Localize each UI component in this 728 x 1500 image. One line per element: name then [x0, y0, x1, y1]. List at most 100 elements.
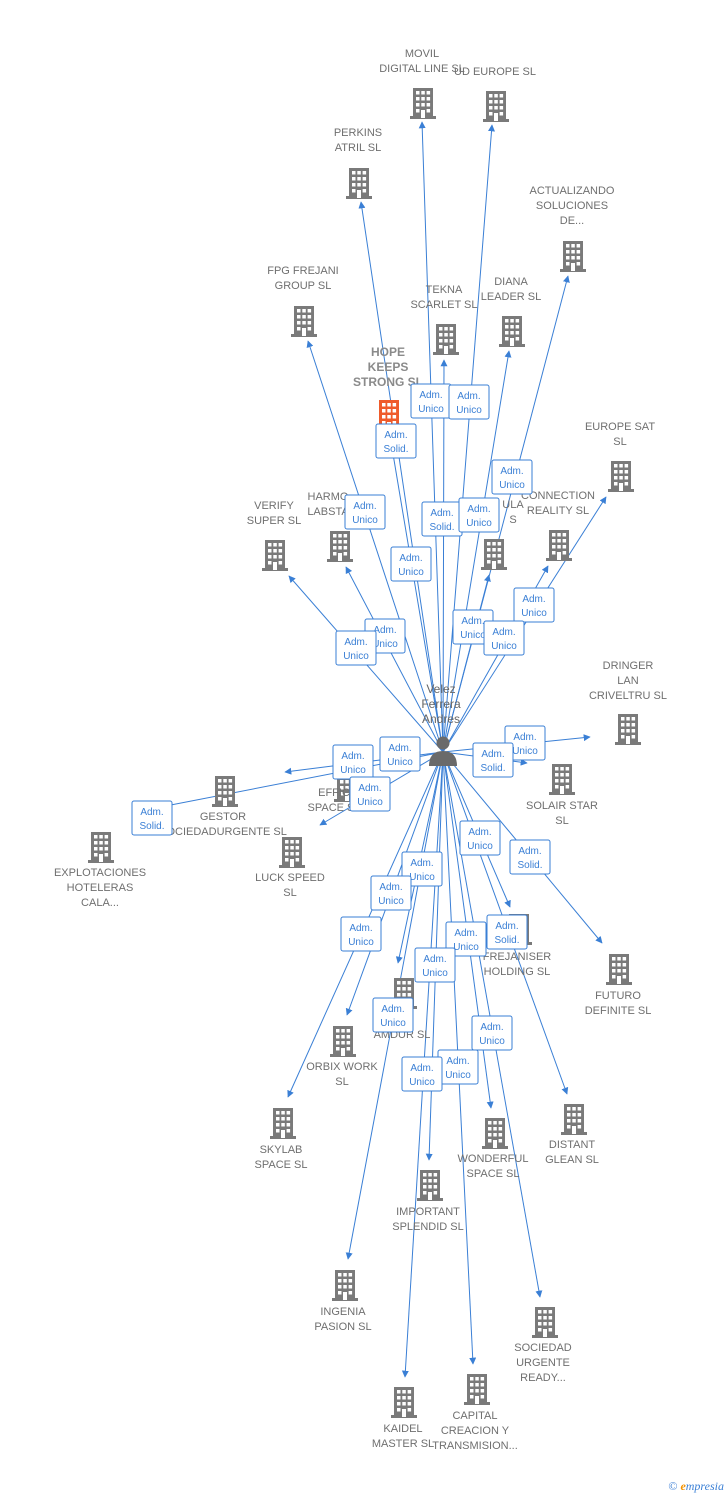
building-icon	[327, 531, 353, 562]
company-label: CALA...	[81, 897, 119, 909]
company-node-sociedad[interactable]: SOCIEDADURGENTEREADY...	[514, 1307, 572, 1384]
company-label: SPLENDID SL	[392, 1221, 464, 1233]
role-badge[interactable]: Adm.Unico	[459, 820, 501, 856]
badge-text: Adm.	[513, 732, 536, 743]
role-badge[interactable]: Adm.Unico	[340, 916, 382, 952]
role-badge[interactable]: Adm. Unico	[390, 546, 432, 582]
role-badge[interactable]: Adm.Unico	[370, 875, 412, 911]
badge-text: Unico	[445, 1070, 471, 1081]
company-label: ORBIX WORK	[306, 1061, 378, 1073]
role-badge[interactable]: Adm.Solid.	[509, 839, 551, 875]
company-label: SOLUCIONES	[536, 200, 608, 212]
role-badge[interactable]: Adm.Unico	[437, 1049, 479, 1085]
role-badge[interactable]: Adm.Solid.	[131, 800, 173, 836]
role-badge[interactable]: Adm.Unico	[332, 744, 374, 780]
company-label: HOPE	[371, 345, 405, 359]
badge-text: Adm.	[399, 553, 422, 564]
company-label: REALITY SL	[527, 505, 589, 517]
person-name: Andres	[422, 712, 460, 726]
company-label: CAPITAL	[452, 1410, 497, 1422]
company-label: DE...	[560, 215, 584, 227]
company-label: DISTANT	[549, 1139, 596, 1151]
role-badge[interactable]: Adm.Unico	[401, 851, 443, 887]
company-label: MOVIL	[405, 48, 439, 60]
company-node-actualizando[interactable]: ACTUALIZANDOSOLUCIONESDE...	[530, 185, 615, 272]
role-badge[interactable]: Adm.Unico	[401, 1056, 443, 1092]
badge-text: Adm.	[349, 923, 372, 934]
role-badge[interactable]: Adm.Unico	[349, 776, 391, 812]
copyright-icon: ©	[668, 1479, 678, 1493]
company-node-explotaciones[interactable]: EXPLOTACIONESHOTELERASCALA...	[54, 832, 146, 909]
company-label: LEADER SL	[481, 291, 542, 303]
role-badge[interactable]: Adm.Unico	[513, 587, 555, 623]
badge-text: Unico	[352, 515, 378, 526]
company-label: SPACE SL	[255, 1159, 308, 1171]
badge-text: Adm.	[410, 858, 433, 869]
role-badge[interactable]: Adm.Unico	[379, 736, 421, 772]
badge-text: Adm.	[388, 743, 411, 754]
badge-text: Unico	[409, 1077, 435, 1088]
role-badge[interactable]: Adm.Unico	[414, 947, 456, 983]
company-node-kaidel[interactable]: KAIDEL MASTER SL	[372, 1387, 434, 1450]
building-icon	[330, 1026, 356, 1057]
badge-text: Adm.	[454, 928, 477, 939]
role-badge[interactable]: Adm.Unico	[445, 921, 487, 957]
badge-text: Unico	[398, 567, 424, 578]
role-badge[interactable]: Adm.Solid.	[486, 914, 528, 950]
role-badge[interactable]: Adm.Unico	[458, 497, 500, 533]
role-badge[interactable]: Adm.Unico	[448, 384, 490, 420]
company-label: LUCK SPEED	[255, 872, 325, 884]
company-node-ud-europe[interactable]: UD EUROPE SL	[454, 66, 536, 122]
company-label: CRIVELTRU SL	[589, 690, 667, 702]
role-badge[interactable]: Adm.Unico	[483, 620, 525, 656]
company-label: KAIDEL	[383, 1423, 422, 1435]
role-badge[interactable]: Adm.Solid.	[421, 501, 463, 537]
badge-text: Unico	[380, 1018, 406, 1029]
company-label: MASTER SL	[372, 1438, 434, 1450]
role-badge[interactable]: Adm.Unico	[410, 383, 452, 419]
badge-text: Adm.	[461, 616, 484, 627]
building-icon	[262, 540, 288, 571]
role-badge[interactable]: Adm.Unico	[335, 630, 377, 666]
role-badge[interactable]: Adm.Unico	[372, 997, 414, 1033]
role-badge[interactable]: Adm.Unico	[471, 1015, 513, 1051]
company-label: URGENTE	[516, 1357, 570, 1369]
company-label: SCARLET SL	[410, 299, 477, 311]
role-badge[interactable]: Adm.Unico	[491, 459, 533, 495]
role-badge[interactable]: Adm.Unico	[344, 494, 386, 530]
badge-text: Unico	[512, 746, 538, 757]
edge-to-hope	[387, 435, 444, 753]
badge-text: Unico	[456, 405, 482, 416]
badge-text: Adm.	[423, 954, 446, 965]
company-label: HOTELERAS	[67, 882, 134, 894]
role-badge[interactable]: Adm.Solid.	[375, 423, 417, 459]
role-badge[interactable]: Adm.Solid.	[472, 742, 514, 778]
